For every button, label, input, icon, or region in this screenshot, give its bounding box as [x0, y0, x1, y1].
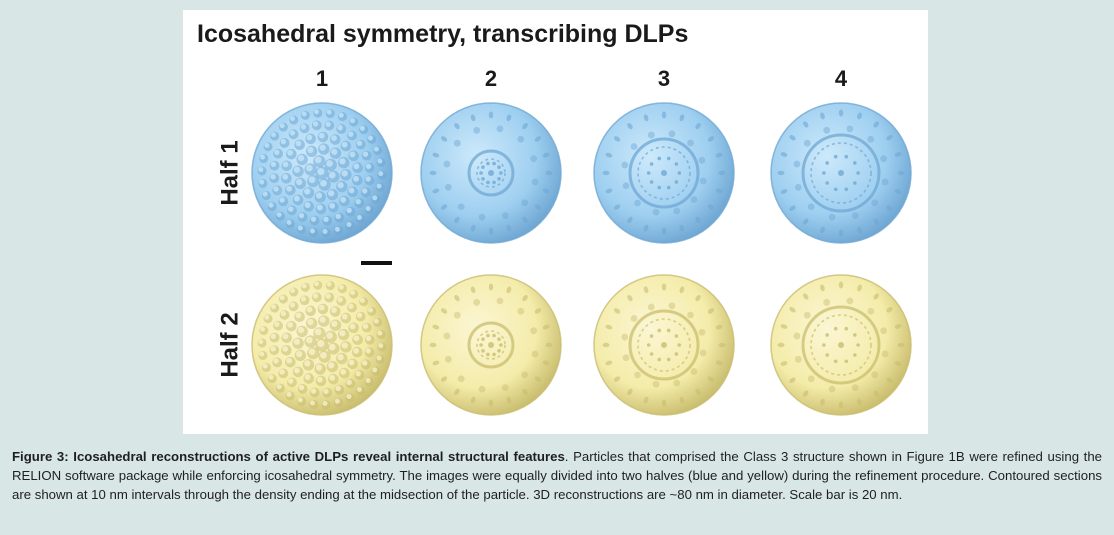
figure-caption: Figure 3: Icosahedral reconstructions of… [12, 447, 1102, 504]
particle-half2-section-3 [593, 274, 735, 416]
particle-half1-section-4 [770, 102, 912, 244]
caption-body: . Particles that comprised the Class 3 s… [12, 449, 1102, 502]
particle-half2-surface [251, 274, 393, 416]
column-label-3: 3 [657, 66, 671, 91]
caption-heading: Figure 3: Icosahedral reconstructions of… [12, 449, 565, 464]
column-label-1: 1 [315, 66, 329, 91]
particle-half1-section-2 [420, 102, 562, 244]
particle-half2-section-4 [770, 274, 912, 416]
particle-half1-surface [251, 102, 393, 244]
figure-title: Icosahedral symmetry, transcribing DLPs [197, 20, 689, 48]
scale-bar [361, 261, 392, 265]
column-label-2: 2 [484, 66, 498, 91]
figure-panel: Icosahedral symmetry, transcribing DLPs … [183, 10, 928, 434]
particle-half2-section-2 [420, 274, 562, 416]
particle-half1-section-3 [593, 102, 735, 244]
column-label-4: 4 [834, 66, 848, 91]
row-label-half-2: Half 2 [217, 312, 245, 378]
row-label-half-1: Half 1 [217, 140, 245, 206]
